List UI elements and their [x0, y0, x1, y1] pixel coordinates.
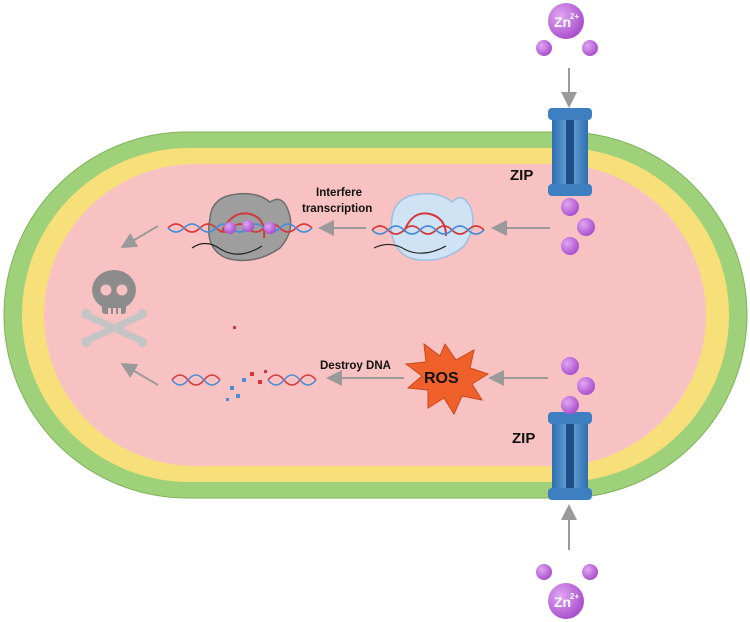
- zinc-ions: [536, 40, 598, 580]
- zip-transporter-top: [548, 108, 592, 196]
- dna-fragments: [226, 326, 267, 401]
- bound-zinc-ions: [224, 220, 276, 234]
- skull-crossbones-icon: [81, 270, 147, 347]
- ros-label: ROS: [424, 370, 459, 387]
- interfere-transcription-label-line1: Interfere: [316, 187, 362, 199]
- interfere-transcription-label-line2: transcription: [302, 203, 372, 215]
- zn-symbol-bottom: Zn: [554, 594, 571, 610]
- zip-label-top: ZIP: [510, 167, 533, 184]
- zn-charge-bottom: 2+: [570, 592, 579, 601]
- dna-helix-transcription-active: [371, 225, 485, 254]
- destroy-dna-label: Destroy DNA: [320, 360, 391, 372]
- fragmented-dna: [171, 374, 317, 386]
- dna-helix-transcription-inhibited: [167, 223, 313, 255]
- zn-symbol-top: Zn: [554, 14, 571, 30]
- zinc-ion-label-top: Zn 2+: [548, 3, 584, 39]
- zn-charge-top: 2+: [570, 12, 579, 21]
- flow-arrows: [120, 68, 577, 550]
- zip-label-bottom: ZIP: [512, 430, 535, 447]
- zinc-ion-label-bottom: Zn 2+: [548, 583, 584, 619]
- ros-burst: [404, 342, 490, 416]
- zip-transporter-bottom: [548, 412, 592, 500]
